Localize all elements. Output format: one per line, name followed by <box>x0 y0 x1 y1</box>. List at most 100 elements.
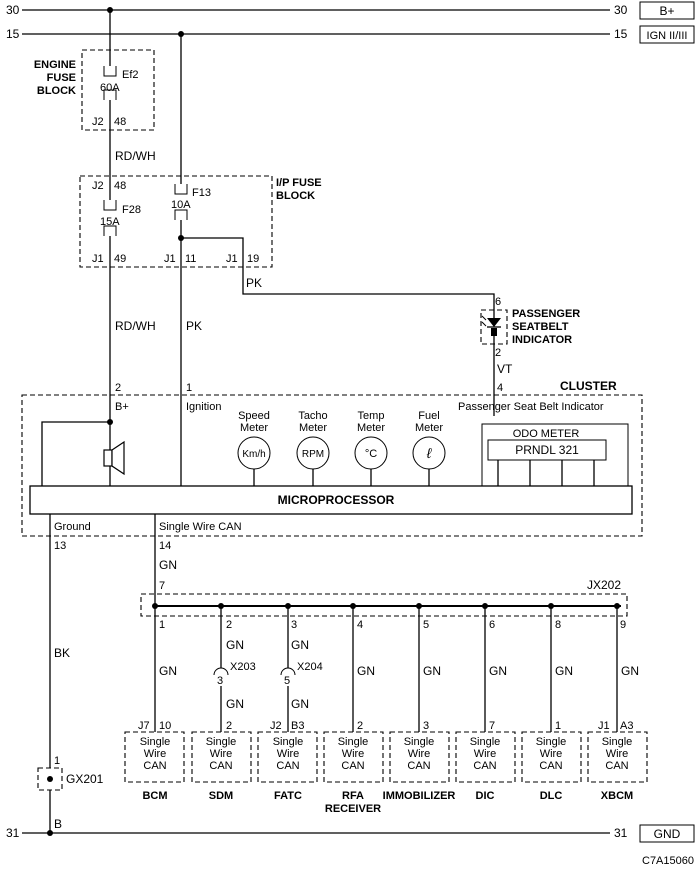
rail-31: 31 31 GND <box>6 824 695 843</box>
engine-fuse-block-title-2: FUSE <box>47 72 76 84</box>
module-8-conn: J1 <box>598 720 610 732</box>
module-rfa: 2 Single Wire CAN RFA RECEIVER <box>323 720 384 815</box>
ip-fuse-block-title-2: BLOCK <box>276 190 315 202</box>
module-3-conn: J2 <box>270 720 282 732</box>
module-3-name: FATC <box>274 790 302 802</box>
branch-4-jx-pin: 4 <box>357 619 363 631</box>
wire-vt: VT <box>497 362 513 376</box>
meter-4-line2: Meter <box>415 422 443 434</box>
meter-1-line2: Meter <box>240 422 268 434</box>
engine-pin: 48 <box>114 116 126 128</box>
module-2-line2: Wire <box>210 748 233 760</box>
branch-dic: 6 GN <box>482 603 507 732</box>
ip-fuse-block-title-1: I/P FUSE <box>276 177 322 189</box>
figure-id: C7A15060 <box>642 855 694 867</box>
gx201-name: GX201 <box>66 772 104 786</box>
branch-7-wire: GN <box>555 664 573 678</box>
indicator-label-1: PASSENGER <box>512 308 580 320</box>
module-5-line2: Wire <box>408 748 431 760</box>
branch-sdm: 2 GN X203 3 GN <box>213 603 256 732</box>
lamp-icon <box>491 328 497 336</box>
module-6-name: DIC <box>476 790 495 802</box>
branch-2-jx-pin: 2 <box>226 619 232 631</box>
module-3-line2: Wire <box>277 748 300 760</box>
engine-fuse-block-title-1: ENGINE <box>34 59 76 71</box>
meter-4-symbol: ℓ <box>426 445 432 461</box>
module-7-name: DLC <box>540 790 563 802</box>
fuse-f28-top <box>103 200 117 211</box>
module-3-line1: Single <box>273 736 304 748</box>
module-2-pin: 2 <box>226 720 232 732</box>
branch-3-jx-pin: 3 <box>291 619 297 631</box>
module-4-line2: Wire <box>342 748 365 760</box>
module-fatc: J2 B3 Single Wire CAN FATC <box>257 720 318 802</box>
branch-bcm: 1 GN <box>152 603 177 732</box>
module-5-name: IMMOBILIZER <box>383 790 456 802</box>
fuse-f28-name: F28 <box>122 204 141 216</box>
fuse-f13-top <box>174 184 188 195</box>
fuse-f13-rating: 10A <box>171 199 191 211</box>
rail-15-left-num: 15 <box>6 27 20 41</box>
branch-8-wire: GN <box>621 664 639 678</box>
module-8-name: XBCM <box>601 790 633 802</box>
fuse-f13-bottom <box>174 209 188 220</box>
diode-icon <box>487 318 501 327</box>
module-6-line2: Wire <box>474 748 497 760</box>
branch-rfa: 4 GN <box>350 603 375 732</box>
ip-pin1-num: 49 <box>114 253 126 265</box>
wire-rdwh-upper: RD/WH <box>115 149 156 163</box>
branch-6-wire: GN <box>489 664 507 678</box>
wire-gn-cluster: GN <box>159 558 177 572</box>
module-4-line1: Single <box>338 736 369 748</box>
ip-pin2-conn: J1 <box>164 253 176 265</box>
module-5-line3: CAN <box>407 760 430 772</box>
speaker-icon <box>103 440 125 476</box>
branch-6-jx-pin: 6 <box>489 619 495 631</box>
branch-2-wire-upper: GN <box>226 638 244 652</box>
fuse-ef2-name: Ef2 <box>122 69 139 81</box>
splice-x203-name: X203 <box>230 661 256 673</box>
module-2-line3: CAN <box>209 760 232 772</box>
cluster-pin-ground: 13 <box>54 540 66 552</box>
microprocessor-label: MICROPROCESSOR <box>278 493 395 507</box>
wire-pk-ignition: PK <box>186 319 202 333</box>
module-7-line2: Wire <box>540 748 563 760</box>
module-8-pin: A3 <box>620 720 633 732</box>
splice-x203-icon <box>213 667 229 676</box>
module-1-line3: CAN <box>143 760 166 772</box>
cluster-label-ignition: Ignition <box>186 401 221 413</box>
cluster-pin-can: 14 <box>159 540 171 552</box>
rail-15-right-num: 15 <box>614 27 628 41</box>
module-3-pin: B3 <box>291 720 304 732</box>
branch-1-wire: GN <box>159 664 177 678</box>
rail-15: 15 15 IGN II/III <box>6 25 695 44</box>
engine-conn: J2 <box>92 116 104 128</box>
module-8-line3: CAN <box>605 760 628 772</box>
wire-rdwh-lower: RD/WH <box>115 319 156 333</box>
ip-pin3-num: 19 <box>247 253 259 265</box>
ip-top-conn: J2 <box>92 180 104 192</box>
rail-30: 30 30 B+ <box>6 1 695 20</box>
module-immobilizer: 3 Single Wire CAN IMMOBILIZER <box>383 720 456 802</box>
engine-fuse-block: ENGINE FUSE BLOCK Ef2 60A J2 48 <box>34 10 155 176</box>
module-5-pin: 3 <box>423 720 429 732</box>
module-bcm: J7 10 Single Wire CAN BCM <box>124 720 185 802</box>
branch-immobilizer: 5 GN <box>416 603 441 732</box>
branch-dlc: 8 GN <box>548 603 573 732</box>
meter-2-line1: Tacho <box>298 410 327 422</box>
gx201: 1 GX201 B <box>37 755 104 833</box>
fuse-ef2-rating: 60A <box>100 82 120 94</box>
splice-x204-pin: 5 <box>284 675 290 687</box>
cluster-label-bplus: B+ <box>115 401 129 413</box>
indicator-label-3: INDICATOR <box>512 334 572 346</box>
module-8-line1: Single <box>602 736 633 748</box>
meter-1-symbol: Km/h <box>242 449 265 460</box>
branch-5-wire: GN <box>423 664 441 678</box>
module-1-conn: J7 <box>138 720 150 732</box>
cluster-label-indicator: Passenger Seat Belt Indicator <box>458 401 604 413</box>
engine-fuse-block-title-3: BLOCK <box>37 85 76 97</box>
splice-x204-icon <box>280 667 296 676</box>
module-2-name: SDM <box>209 790 233 802</box>
module-1-name: BCM <box>142 790 167 802</box>
